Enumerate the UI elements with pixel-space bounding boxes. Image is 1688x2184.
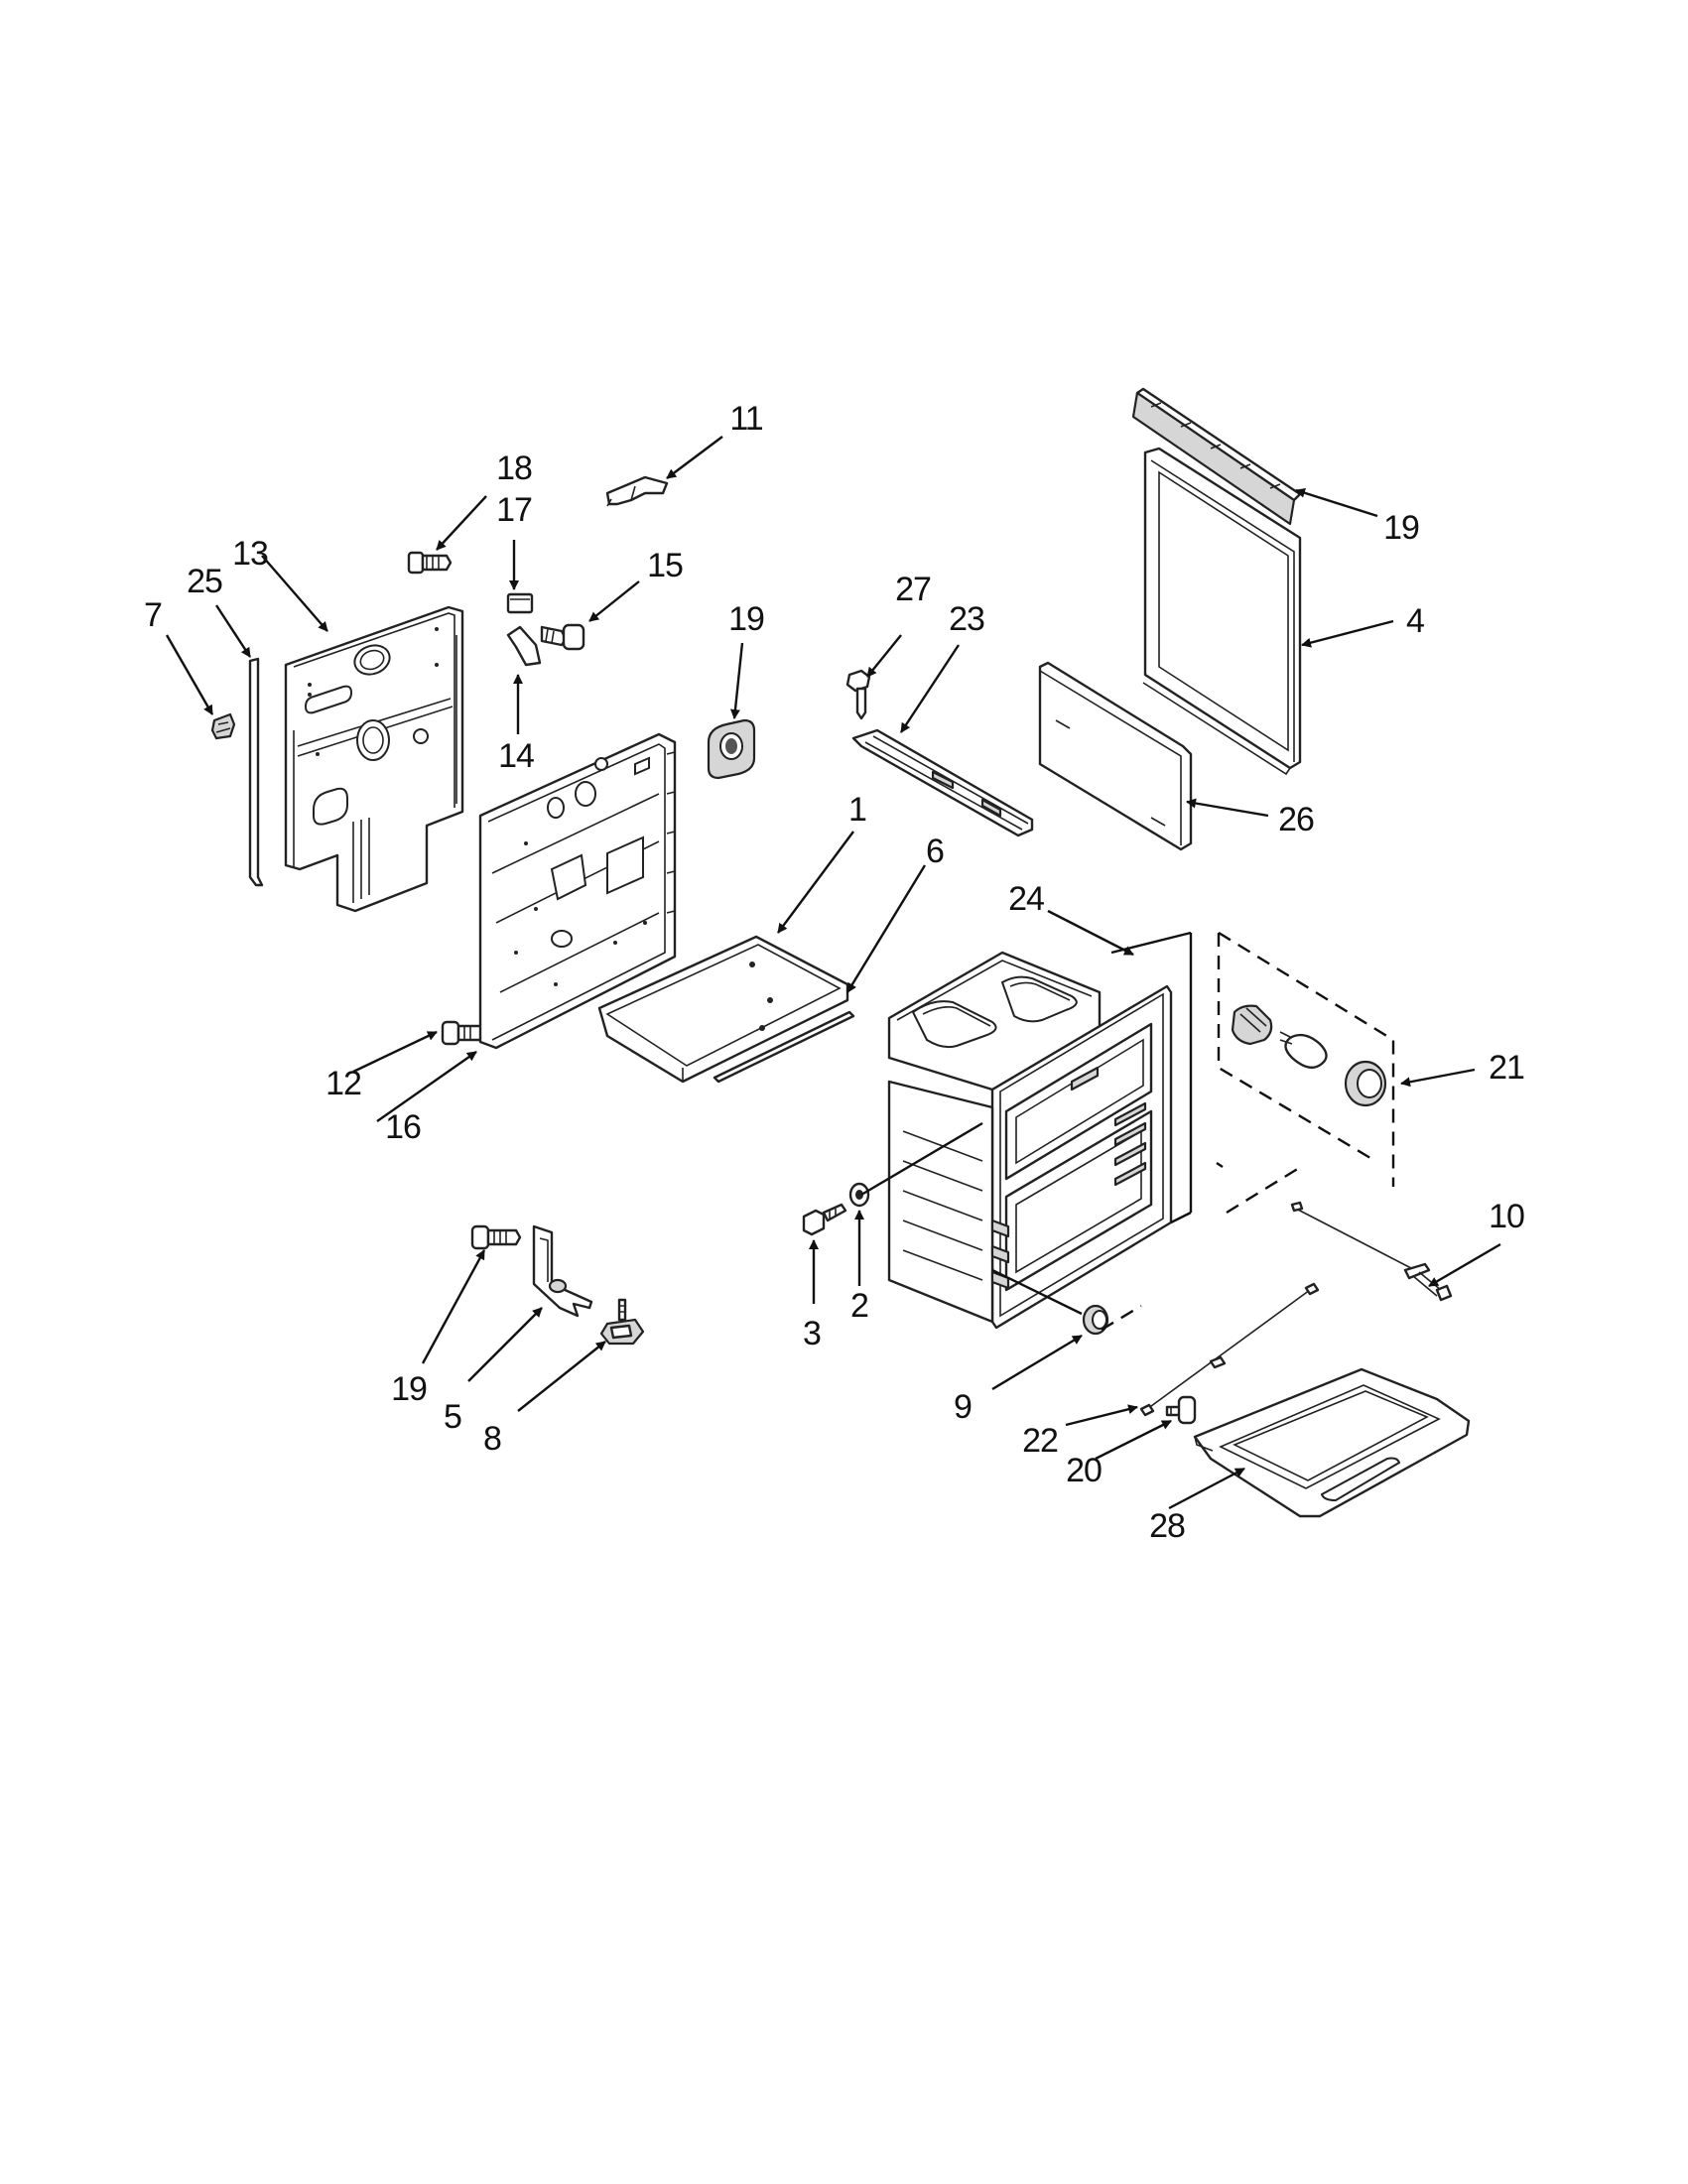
part-3-screw [802, 1203, 847, 1236]
part-8-leveling-leg [599, 1298, 645, 1346]
part-21-light-assembly [1231, 1004, 1387, 1107]
part-14-clip [506, 625, 542, 667]
part-15-screw [540, 623, 585, 651]
callout-19-middle: 19 [728, 600, 764, 638]
callout-11: 11 [729, 400, 762, 438]
callout-24: 24 [1008, 880, 1044, 918]
part-5-bracket [532, 1224, 593, 1318]
part-22-wire [1139, 1282, 1320, 1417]
callout-3: 3 [803, 1315, 821, 1352]
light-assembly-bracket [1101, 931, 1395, 1332]
callout-9: 9 [954, 1388, 972, 1426]
callout-17: 17 [496, 491, 532, 529]
callout-26: 26 [1278, 801, 1314, 838]
part-13-rear-panel [284, 605, 464, 913]
part-20-screw [1165, 1395, 1197, 1425]
callout-7: 7 [144, 596, 162, 634]
callout-28: 28 [1149, 1507, 1185, 1545]
part-17-clip [506, 592, 534, 614]
part-4-door-frame [1142, 447, 1302, 776]
callout-19-top: 19 [1383, 509, 1419, 547]
leader-lines [165, 436, 1501, 1510]
callout-labels: 11 18 17 15 13 25 7 14 19 27 23 19 4 26 … [144, 400, 1525, 1545]
part-27-screw [845, 669, 871, 720]
part-19-grommet [707, 718, 756, 780]
part-2-washer [848, 1182, 870, 1208]
callout-5: 5 [444, 1398, 461, 1436]
part-10-sensor-probe [1290, 1201, 1453, 1302]
callout-2: 2 [850, 1287, 868, 1325]
part-16-side-panel [478, 732, 677, 1050]
callout-1: 1 [848, 791, 866, 829]
part-9-knob [1082, 1304, 1109, 1336]
part-19-trim-strip [1131, 387, 1302, 526]
part-11-bracket [605, 475, 669, 507]
callout-15: 15 [647, 547, 683, 584]
callout-18: 18 [496, 450, 532, 487]
callout-6: 6 [926, 833, 944, 870]
part-23-rail [851, 728, 1034, 837]
callout-8: 8 [483, 1420, 501, 1458]
part-1-tray [597, 935, 849, 1084]
callout-25: 25 [187, 563, 222, 600]
callout-16: 16 [385, 1108, 421, 1146]
callout-27: 27 [895, 571, 931, 608]
part-19-screw [470, 1224, 522, 1250]
callout-20: 20 [1066, 1452, 1102, 1489]
callout-4: 4 [1406, 602, 1424, 640]
callout-13: 13 [232, 535, 268, 573]
part-18-screw [407, 551, 453, 575]
part-7-clip [210, 712, 236, 740]
part-12-screw [441, 1020, 486, 1046]
callout-12: 12 [325, 1065, 361, 1102]
callout-22: 22 [1022, 1422, 1058, 1460]
callout-19-bottom: 19 [391, 1370, 427, 1408]
part-28-bottom-tray [1193, 1367, 1471, 1518]
callout-10: 10 [1489, 1198, 1524, 1235]
callout-21: 21 [1489, 1049, 1524, 1087]
part-25-strip [248, 657, 264, 887]
part-24-oven-cavity [887, 951, 1173, 1330]
part-6-rod [713, 1010, 855, 1084]
callout-23: 23 [949, 600, 984, 638]
callout-14: 14 [498, 737, 534, 775]
